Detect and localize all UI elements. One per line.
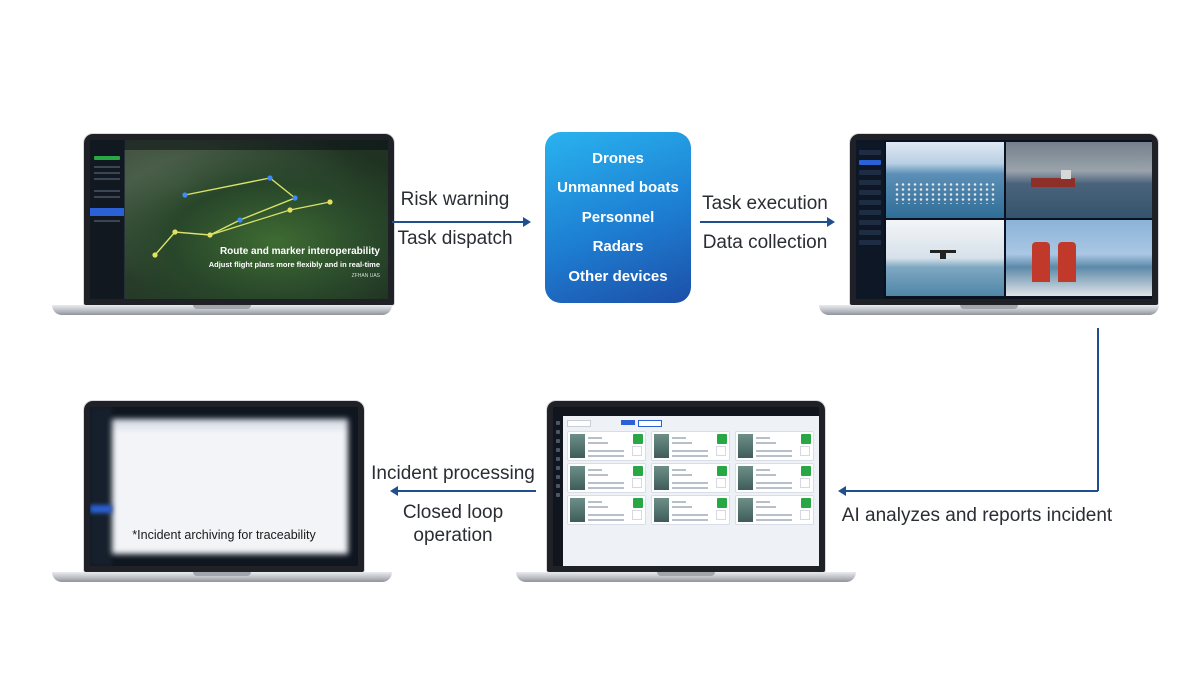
label-task-dispatch: Task dispatch xyxy=(397,228,513,249)
monitoring-sidenav xyxy=(856,140,884,299)
incident-card[interactable] xyxy=(567,463,646,493)
incident-card[interactable] xyxy=(735,463,814,493)
laptop-notch xyxy=(657,572,715,576)
device-personnel: Personnel xyxy=(581,208,655,226)
incident-screen xyxy=(553,407,819,566)
laptop-lid xyxy=(547,401,825,572)
map-sidebar xyxy=(90,140,125,299)
map-topbar xyxy=(124,140,388,150)
incident-app xyxy=(553,407,819,566)
laptop-notch xyxy=(193,572,251,576)
route-caption-subtitle: Adjust flight plans more flexibly and in… xyxy=(208,260,380,269)
arrow-down-connector xyxy=(1097,328,1099,491)
device-unmanned-boats: Unmanned boats xyxy=(557,179,679,197)
archive-screen: *Incident archiving for traceability xyxy=(90,407,358,566)
archive-table-blurred xyxy=(112,419,348,554)
photo-drone-over-sea xyxy=(886,220,1004,296)
arrowhead-right xyxy=(523,217,531,227)
device-other: Other devices xyxy=(568,267,668,285)
incident-card[interactable] xyxy=(651,463,730,493)
laptop-lid: *Incident archiving for traceability xyxy=(84,401,364,572)
route-watermark: ZFHAN UAS xyxy=(351,273,380,279)
laptop-lid xyxy=(850,134,1158,305)
label-closed-loop-line1: Closed loop xyxy=(402,502,504,523)
device-types-box: Drones Unmanned boats Personnel Radars O… xyxy=(545,132,691,303)
laptop-notch xyxy=(193,305,251,309)
laptop-base xyxy=(52,572,392,582)
incident-card[interactable] xyxy=(567,431,646,461)
incident-card[interactable] xyxy=(651,495,730,525)
route-map-screen: Route and marker interoperability Adjust… xyxy=(90,140,388,299)
label-incident-processing: Incident processing xyxy=(371,463,535,484)
laptop-base xyxy=(516,572,856,582)
arrow-to-monitoring xyxy=(700,221,828,223)
label-risk-warning: Risk warning xyxy=(400,189,510,210)
route-caption: Route and marker interoperability Adjust… xyxy=(209,246,380,279)
arrow-to-devices xyxy=(392,221,524,223)
laptop-base xyxy=(819,305,1159,315)
device-drones: Drones xyxy=(592,149,644,167)
arrowhead-left xyxy=(390,486,398,496)
incident-card[interactable] xyxy=(735,431,814,461)
incident-card[interactable] xyxy=(735,495,814,525)
incident-app-topbar xyxy=(553,407,819,416)
archive-note: *Incident archiving for traceability xyxy=(132,528,316,542)
label-ai-analyzes: AI analyzes and reports incident xyxy=(841,505,1113,526)
arrow-to-analysis xyxy=(846,490,1098,492)
archive-blurred-view xyxy=(90,407,358,566)
incident-card[interactable] xyxy=(567,495,646,525)
incident-app-sidebar xyxy=(553,416,563,566)
photo-cargo-ship xyxy=(1006,142,1152,218)
label-task-execution: Task execution xyxy=(702,193,828,214)
label-data-collection: Data collection xyxy=(702,232,828,253)
arrow-to-archive xyxy=(398,490,536,492)
laptop-lid: Route and marker interoperability Adjust… xyxy=(84,134,394,305)
arrowhead-right xyxy=(827,217,835,227)
route-caption-title: Route and marker interoperability xyxy=(219,246,380,257)
arrowhead-left xyxy=(838,486,846,496)
incident-card[interactable] xyxy=(651,431,730,461)
laptop-base xyxy=(52,305,392,315)
label-closed-loop-line2: operation xyxy=(413,525,493,546)
laptop-notch xyxy=(960,305,1018,309)
flight-route xyxy=(152,175,333,258)
monitoring-screen xyxy=(856,140,1152,299)
photo-personnel-on-boat xyxy=(1006,220,1152,296)
photo-aerial-boats xyxy=(886,142,1004,218)
device-radars: Radars xyxy=(592,238,644,256)
